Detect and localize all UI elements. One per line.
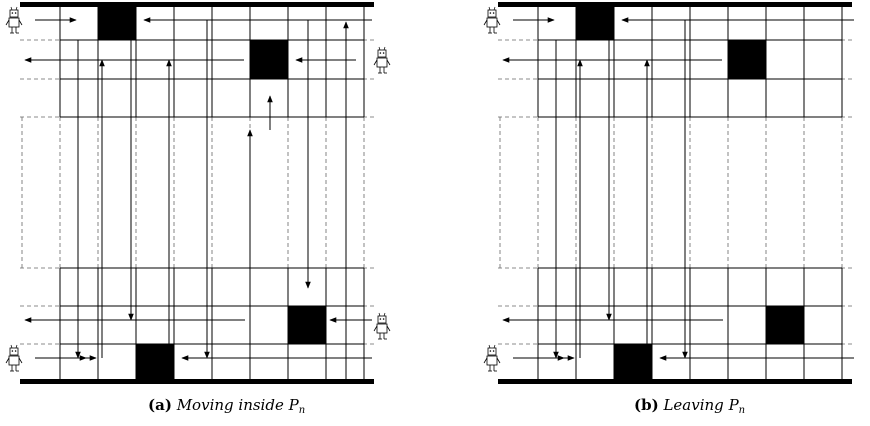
obstacle-block — [614, 344, 652, 381]
obstacle-block — [766, 306, 804, 344]
robot-icon — [483, 344, 501, 372]
caption-b-text: Leaving — [663, 396, 729, 414]
obstacle-block — [288, 306, 326, 344]
robot-icon — [483, 6, 501, 34]
robot-icon — [373, 312, 391, 340]
panel-a — [5, 2, 391, 384]
panel-b — [483, 2, 854, 384]
caption-b-math: P — [728, 396, 739, 414]
obstacle-block — [136, 344, 174, 381]
top-wall — [498, 2, 852, 7]
caption-a-math: P — [288, 396, 299, 414]
bottom-wall — [20, 379, 374, 384]
caption-a: (a) Moving inside Pn — [148, 396, 305, 416]
obstacle-block — [576, 5, 614, 40]
obstacle-block — [728, 40, 766, 79]
top-wall — [20, 2, 374, 7]
obstacle-block — [250, 40, 288, 79]
caption-b: (b) Leaving Pn — [634, 396, 745, 416]
robot-icon — [373, 46, 391, 74]
caption-a-label: (a) — [148, 396, 172, 414]
caption-b-label: (b) — [634, 396, 659, 414]
bottom-wall — [498, 379, 852, 384]
robot-icon — [5, 344, 23, 372]
robot-icon — [5, 6, 23, 34]
caption-a-sub: n — [298, 405, 306, 416]
caption-b-sub: n — [738, 405, 746, 416]
obstacle-block — [98, 5, 136, 40]
caption-a-text: Moving inside — [176, 396, 289, 414]
